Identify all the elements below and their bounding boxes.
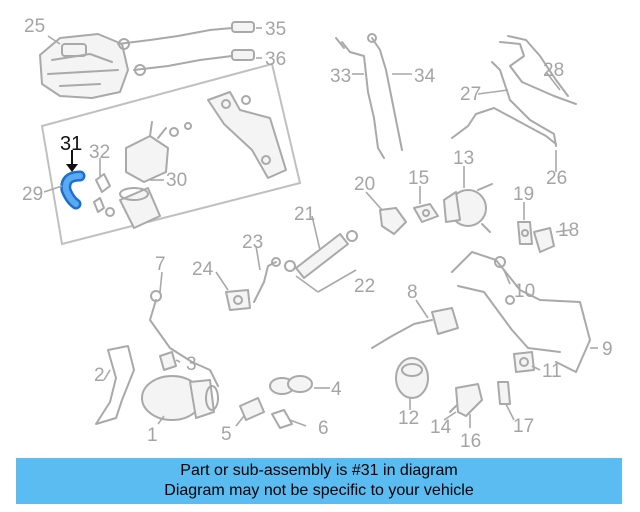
callout-12: 12 xyxy=(398,408,419,429)
callout-31-highlighted: 31 xyxy=(60,133,82,155)
callout-9: 9 xyxy=(602,339,613,360)
part-bracket xyxy=(207,91,287,179)
callout-1: 1 xyxy=(147,425,158,446)
part-18-fitting xyxy=(533,227,555,253)
part-35-sensor xyxy=(117,21,255,50)
callout-32: 32 xyxy=(89,142,110,163)
callout-16: 16 xyxy=(460,431,481,452)
part-15-gasket xyxy=(413,203,439,223)
part-13-pump xyxy=(443,183,493,233)
part-9-pipe-loop xyxy=(451,251,591,373)
callout-28: 28 xyxy=(543,60,564,81)
part-30-canister xyxy=(119,187,161,229)
callout-36: 36 xyxy=(265,49,286,70)
callout-35: 35 xyxy=(265,19,286,40)
parts-diagram: 25 35 36 33 34 28 27 31 32 29 30 13 20 1… xyxy=(22,16,613,452)
part-34-pipe xyxy=(367,33,403,151)
part-22-clamp xyxy=(284,260,357,293)
part-17-gasket xyxy=(497,381,511,405)
callout-18: 18 xyxy=(558,220,579,241)
part-27-pipe xyxy=(491,41,577,147)
callout-34: 34 xyxy=(414,66,436,87)
part-24-gasket xyxy=(225,289,251,311)
part-20-valve xyxy=(379,207,407,235)
part-28-pipe xyxy=(507,35,569,97)
callout-labels: 25 35 36 33 34 28 27 31 32 29 30 13 20 1… xyxy=(22,16,613,452)
callout-30: 30 xyxy=(166,170,187,191)
callout-6: 6 xyxy=(318,418,329,439)
part-8-fitting xyxy=(371,307,459,349)
callout-22: 22 xyxy=(354,276,375,297)
part-26-pipe xyxy=(451,107,557,145)
callout-25: 25 xyxy=(24,16,45,37)
part-36-sensor xyxy=(133,49,255,76)
part-7-pipe xyxy=(149,290,219,387)
part-16-fitting xyxy=(455,383,483,417)
callout-4: 4 xyxy=(331,379,342,400)
callout-3: 3 xyxy=(186,354,197,375)
part-23-hose xyxy=(253,257,281,303)
callout-24: 24 xyxy=(192,259,214,280)
part-33-pipe xyxy=(335,37,385,159)
callout-20: 20 xyxy=(354,174,375,195)
callout-8: 8 xyxy=(407,282,418,303)
leader-lines xyxy=(43,27,598,428)
callout-13: 13 xyxy=(453,148,474,169)
part-5-valve xyxy=(239,397,265,421)
part-21-hose xyxy=(295,230,358,279)
banner-line-part: Part or sub-assembly is #31 in diagram xyxy=(180,462,458,479)
callout-2: 2 xyxy=(94,365,105,386)
callout-14: 14 xyxy=(430,417,452,438)
part-32-clip xyxy=(93,173,115,217)
callout-29: 29 xyxy=(22,184,43,205)
part-2-bracket xyxy=(95,345,135,425)
callout-33: 33 xyxy=(330,66,351,87)
callout-11: 11 xyxy=(542,361,562,382)
subassembly-panel xyxy=(40,62,302,246)
info-banner: Part or sub-assembly is #31 in diagram D… xyxy=(16,458,622,504)
callout-19: 19 xyxy=(513,184,534,205)
callout-23: 23 xyxy=(242,232,263,253)
callout-17: 17 xyxy=(513,416,534,437)
callout-27: 27 xyxy=(460,84,481,105)
part-solenoid xyxy=(125,121,192,183)
part-25-housing xyxy=(39,33,129,99)
callout-10: 10 xyxy=(514,281,535,302)
part-4-fittings xyxy=(269,375,313,395)
part-10-clamp xyxy=(494,256,515,305)
part-1-air-pump xyxy=(141,375,219,421)
callout-5: 5 xyxy=(221,424,232,445)
part-31-hose-highlighted xyxy=(60,150,86,210)
part-11-gasket xyxy=(513,351,535,373)
callout-15: 15 xyxy=(408,168,429,189)
callout-21: 21 xyxy=(294,204,315,225)
banner-line-disclaimer: Diagram may not be specific to your vehi… xyxy=(164,482,474,499)
part-19-gasket xyxy=(517,221,533,245)
part-12-valve xyxy=(395,357,429,399)
part-6-clamp xyxy=(271,409,293,429)
callout-26: 26 xyxy=(546,168,567,189)
callout-7: 7 xyxy=(155,254,166,275)
part-3-valve xyxy=(159,351,177,371)
